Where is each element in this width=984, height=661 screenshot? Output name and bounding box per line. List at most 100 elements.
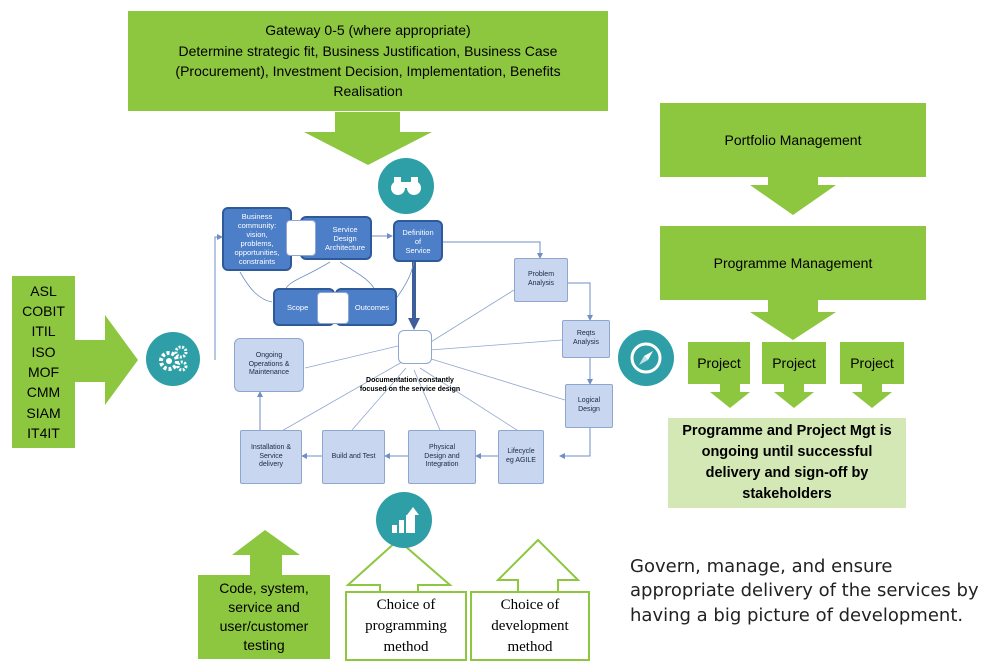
node-text: Analysis (527, 280, 555, 287)
node-text: Outcomes (354, 302, 389, 312)
node-text: Service (332, 224, 358, 234)
binoculars-icon (378, 158, 434, 214)
node-text: Definition (402, 227, 434, 237)
programme-note-box: Programme and Project Mgt is ongoing unt… (668, 418, 906, 508)
node-text: Scope (287, 302, 309, 312)
node-text: community: (237, 221, 277, 230)
testing-line: user/customer (219, 618, 309, 634)
programming-method-box: Choice of programming method (345, 591, 467, 661)
node-text: Operations & (248, 360, 290, 368)
node-text: Design (333, 233, 357, 243)
programming-up-arrow (345, 538, 453, 593)
development-line: method (507, 638, 553, 655)
project-arrow-1 (710, 383, 750, 408)
framework-item: COBIT (22, 303, 65, 320)
node-text: Build and Test (331, 452, 376, 460)
node-text: Logical (577, 397, 601, 405)
summary-text: Govern, manage, and ensure appropriate d… (630, 555, 980, 628)
documentation-hub-icon (398, 330, 432, 364)
gateway-line-3: (Procurement), Investment Decision, Impl… (175, 63, 561, 79)
node-text: Reqts (576, 330, 596, 338)
summary-line: Govern, manage, and ensure (630, 556, 893, 577)
node-text: Documentation constantly (366, 377, 454, 384)
node-text: Maintenance (248, 369, 290, 377)
node-text: Service (405, 245, 431, 255)
compass-icon (618, 330, 674, 386)
framework-item: CMM (26, 384, 61, 401)
node-text: focused on the service design (359, 386, 461, 394)
development-method-box: Choice of development method (470, 591, 590, 661)
node-text: Design and (424, 452, 460, 460)
lifecycle-node: Lifecycle eg AGILE (498, 430, 544, 484)
hub-icon (317, 292, 349, 324)
project-label: Project (850, 354, 894, 371)
testing-line: testing (243, 636, 285, 653)
summary-line: appropriate delivery of the services by (630, 580, 979, 602)
programme-management-box: Programme Management (660, 226, 926, 300)
definition-of-service-node: Definition of Service (393, 220, 443, 262)
development-up-arrow (495, 538, 581, 593)
project-box-2: Project (762, 342, 826, 384)
gears-icon (146, 332, 200, 386)
project-arrow-2 (774, 383, 814, 408)
node-text: Ongoing (255, 351, 283, 359)
reqts-analysis-node: Reqts Analysis (562, 320, 610, 358)
node-text: constraints (238, 257, 276, 266)
programme-down-arrow (750, 300, 836, 340)
gateway-box: Gateway 0-5 (where appropriate) Determin… (128, 11, 608, 111)
node-text: Physical (428, 443, 456, 451)
node-text: Architecture (324, 242, 366, 252)
frameworks-right-arrow (75, 315, 138, 405)
node-text: Business (241, 212, 273, 221)
node-text: of (414, 236, 422, 246)
framework-item: ISO (31, 343, 56, 360)
framework-item: SIAM (26, 404, 61, 421)
programme-note-line: delivery and sign-off by (705, 465, 869, 481)
node-text: vision, (246, 230, 268, 239)
framework-item: ITIL (31, 323, 56, 340)
project-box-1: Project (688, 342, 750, 384)
growth-chart-icon (376, 492, 432, 548)
gateway-line-2: Determine strategic fit, Business Justif… (178, 42, 558, 59)
node-text: Installation & (250, 443, 292, 451)
portfolio-management-box: Portfolio Management (660, 103, 926, 177)
node-text: problems, (240, 239, 274, 248)
gateway-line-1: Gateway 0-5 (where appropriate) (265, 22, 471, 39)
programming-line: method (383, 638, 429, 655)
programming-line: Choice of (376, 596, 436, 613)
project-box-3: Project (840, 342, 904, 384)
frameworks-box: ASL COBIT ITIL ISO MOF CMM SIAM IT4IT (12, 276, 75, 448)
framework-item: MOF (27, 364, 60, 380)
development-line: development (491, 617, 569, 634)
node-text: eg AGILE (506, 457, 536, 464)
project-label: Project (697, 354, 741, 371)
framework-item: ASL (30, 282, 57, 299)
physical-design-node: Physical Design and Integration (408, 430, 476, 484)
problem-analysis-node: Problem Analysis (514, 258, 568, 302)
hub-icon (286, 220, 316, 256)
testing-up-arrow (232, 530, 300, 575)
node-text: delivery (258, 461, 284, 469)
build-and-test-node: Build and Test (322, 430, 385, 484)
portfolio-label: Portfolio Management (724, 131, 862, 148)
node-text: Service (259, 452, 283, 460)
portfolio-down-arrow (750, 177, 836, 215)
testing-line: Code, system, (219, 580, 309, 597)
business-community-node: Business community: vision, problems, op… (222, 207, 292, 271)
programme-note-line: ongoing until successful (701, 443, 873, 460)
node-text: opportunities, (234, 248, 280, 257)
programming-line: programming (365, 617, 447, 634)
testing-box: Code, system, service and user/customer … (198, 575, 330, 659)
gateway-line-4: Realisation (333, 83, 403, 100)
documentation-caption: Documentation constantly focused on the … (345, 376, 475, 394)
framework-item: IT4IT (27, 424, 60, 441)
testing-line: service and (228, 599, 300, 616)
operations-node: Ongoing Operations & Maintenance (234, 338, 304, 392)
project-label: Project (772, 354, 816, 371)
project-arrow-3 (852, 383, 892, 408)
programme-note-line: stakeholders (742, 486, 832, 503)
node-text: Design (578, 406, 600, 413)
programme-label: Programme Management (713, 254, 873, 271)
node-text: Integration (425, 461, 459, 469)
